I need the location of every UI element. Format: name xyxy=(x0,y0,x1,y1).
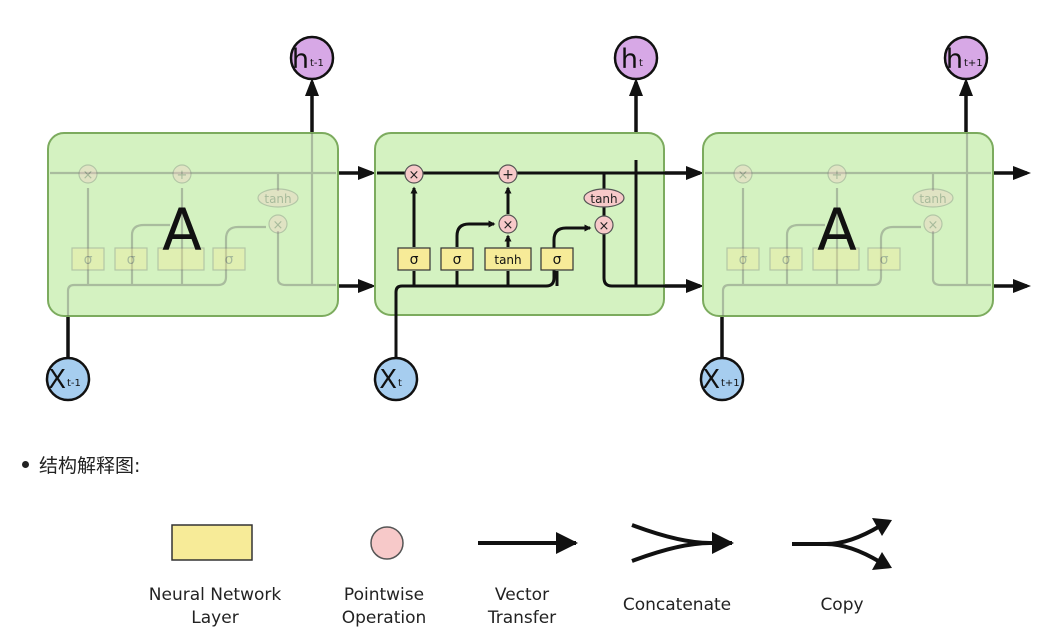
svg-text:tanh: tanh xyxy=(919,192,946,206)
bullet-dot xyxy=(22,461,29,468)
legend: Neural Network Layer Pointwise Operation… xyxy=(149,518,892,628)
cell-ops-faded: × + × tanh σ σ σ xyxy=(726,164,954,271)
svg-text:X: X xyxy=(48,365,66,395)
svg-text:σ: σ xyxy=(225,252,234,268)
svg-text:X: X xyxy=(702,365,720,395)
layer-input-sigma: σ xyxy=(440,247,474,271)
svg-text:σ: σ xyxy=(782,252,791,268)
svg-text:σ: σ xyxy=(410,252,419,268)
cell-internals-faded xyxy=(50,133,336,316)
legend-item-neural-network-layer: Neural Network Layer xyxy=(149,524,282,628)
legend-label-line: Transfer xyxy=(487,608,556,628)
legend-item-pointwise-operation: Pointwise Operation xyxy=(342,526,427,628)
cell-label: A xyxy=(817,196,857,264)
pointwise-multiply-forget: × xyxy=(404,164,424,184)
legend-item-copy: Copy xyxy=(792,518,892,615)
legend-label-line: Pointwise xyxy=(344,585,424,605)
svg-text:t+1: t+1 xyxy=(721,378,740,389)
svg-text:σ: σ xyxy=(453,252,462,268)
cell-center: × + × tanh × σ σ tanh xyxy=(374,132,693,357)
input-node-left: X t-1 xyxy=(45,356,91,402)
legend-label-line: Operation xyxy=(342,608,427,628)
legend-label-line: Copy xyxy=(820,595,863,615)
legend-copy-icon xyxy=(792,524,882,564)
output-node-left: h t-1 xyxy=(289,35,335,81)
legend-item-concatenate: Concatenate xyxy=(623,523,734,615)
input-bus xyxy=(394,224,592,357)
legend-label-line: Concatenate xyxy=(623,595,731,615)
output-node-center: h t xyxy=(613,35,659,81)
svg-text:σ: σ xyxy=(553,252,562,268)
pointwise-multiply-output: × xyxy=(594,215,614,235)
cell-box xyxy=(47,132,339,317)
svg-text:×: × xyxy=(273,218,284,233)
cell-left: × + × tanh σ σ σ A xyxy=(47,132,339,317)
input-node-right: X t+1 xyxy=(699,356,745,402)
svg-text:×: × xyxy=(503,218,514,233)
svg-text:t-1: t-1 xyxy=(310,58,324,69)
svg-text:tanh: tanh xyxy=(494,253,521,267)
svg-text:X: X xyxy=(379,365,397,395)
legend-layer-swatch xyxy=(171,524,253,561)
svg-text:×: × xyxy=(738,168,749,183)
svg-text:×: × xyxy=(83,168,94,183)
svg-text:×: × xyxy=(409,168,420,183)
svg-text:σ: σ xyxy=(880,252,889,268)
cell-center-box xyxy=(374,132,665,316)
svg-text:t+1: t+1 xyxy=(964,58,983,69)
cell-box xyxy=(702,132,994,317)
svg-text:σ: σ xyxy=(739,252,748,268)
cell-ops-faded: × + × tanh σ σ σ xyxy=(71,164,299,271)
layer-forget-sigma: σ xyxy=(397,247,431,271)
output-node-right: h t+1 xyxy=(943,35,989,81)
mult-to-hidden xyxy=(602,234,693,288)
input-to-mult xyxy=(455,220,496,247)
legend-pointwise-swatch xyxy=(370,526,404,560)
svg-text:+: + xyxy=(177,168,188,183)
svg-text:+: + xyxy=(502,167,514,183)
svg-text:×: × xyxy=(928,218,939,233)
svg-text:t-1: t-1 xyxy=(67,378,81,389)
cell-right: × + × tanh σ σ σ A xyxy=(702,132,994,317)
layer-candidate-tanh: tanh xyxy=(484,247,532,271)
pointwise-multiply-input: × xyxy=(498,214,518,234)
svg-text:tanh: tanh xyxy=(264,192,291,206)
input-node-center: X t xyxy=(373,356,419,402)
lstm-diagram: × + × tanh σ σ σ A × + × tanh σ σ σ A xyxy=(45,35,1031,402)
legend-label-line: Neural Network xyxy=(149,585,282,605)
layer-output-sigma: σ xyxy=(540,247,574,271)
svg-text:+: + xyxy=(832,168,843,183)
legend-item-vector-transfer: Vector Transfer xyxy=(478,532,578,628)
cell-internals-faded xyxy=(705,133,991,316)
svg-text:tanh: tanh xyxy=(590,192,617,206)
caption: 结构解释图: xyxy=(22,451,140,478)
svg-text:σ: σ xyxy=(127,252,136,268)
svg-text:t: t xyxy=(398,378,402,389)
svg-text:h: h xyxy=(946,44,963,75)
svg-text:×: × xyxy=(599,219,610,234)
legend-concatenate-icon xyxy=(631,523,711,563)
svg-text:h: h xyxy=(621,44,638,75)
svg-text:h: h xyxy=(292,44,309,75)
caption-text: 结构解释图: xyxy=(39,455,141,477)
pointwise-add: + xyxy=(498,164,518,184)
cell-label: A xyxy=(162,196,202,264)
svg-text:t: t xyxy=(639,58,643,69)
legend-label-line: Layer xyxy=(191,608,238,628)
legend-label-line: Vector xyxy=(495,585,549,605)
svg-text:σ: σ xyxy=(84,252,93,268)
pointwise-tanh: tanh xyxy=(583,188,625,208)
